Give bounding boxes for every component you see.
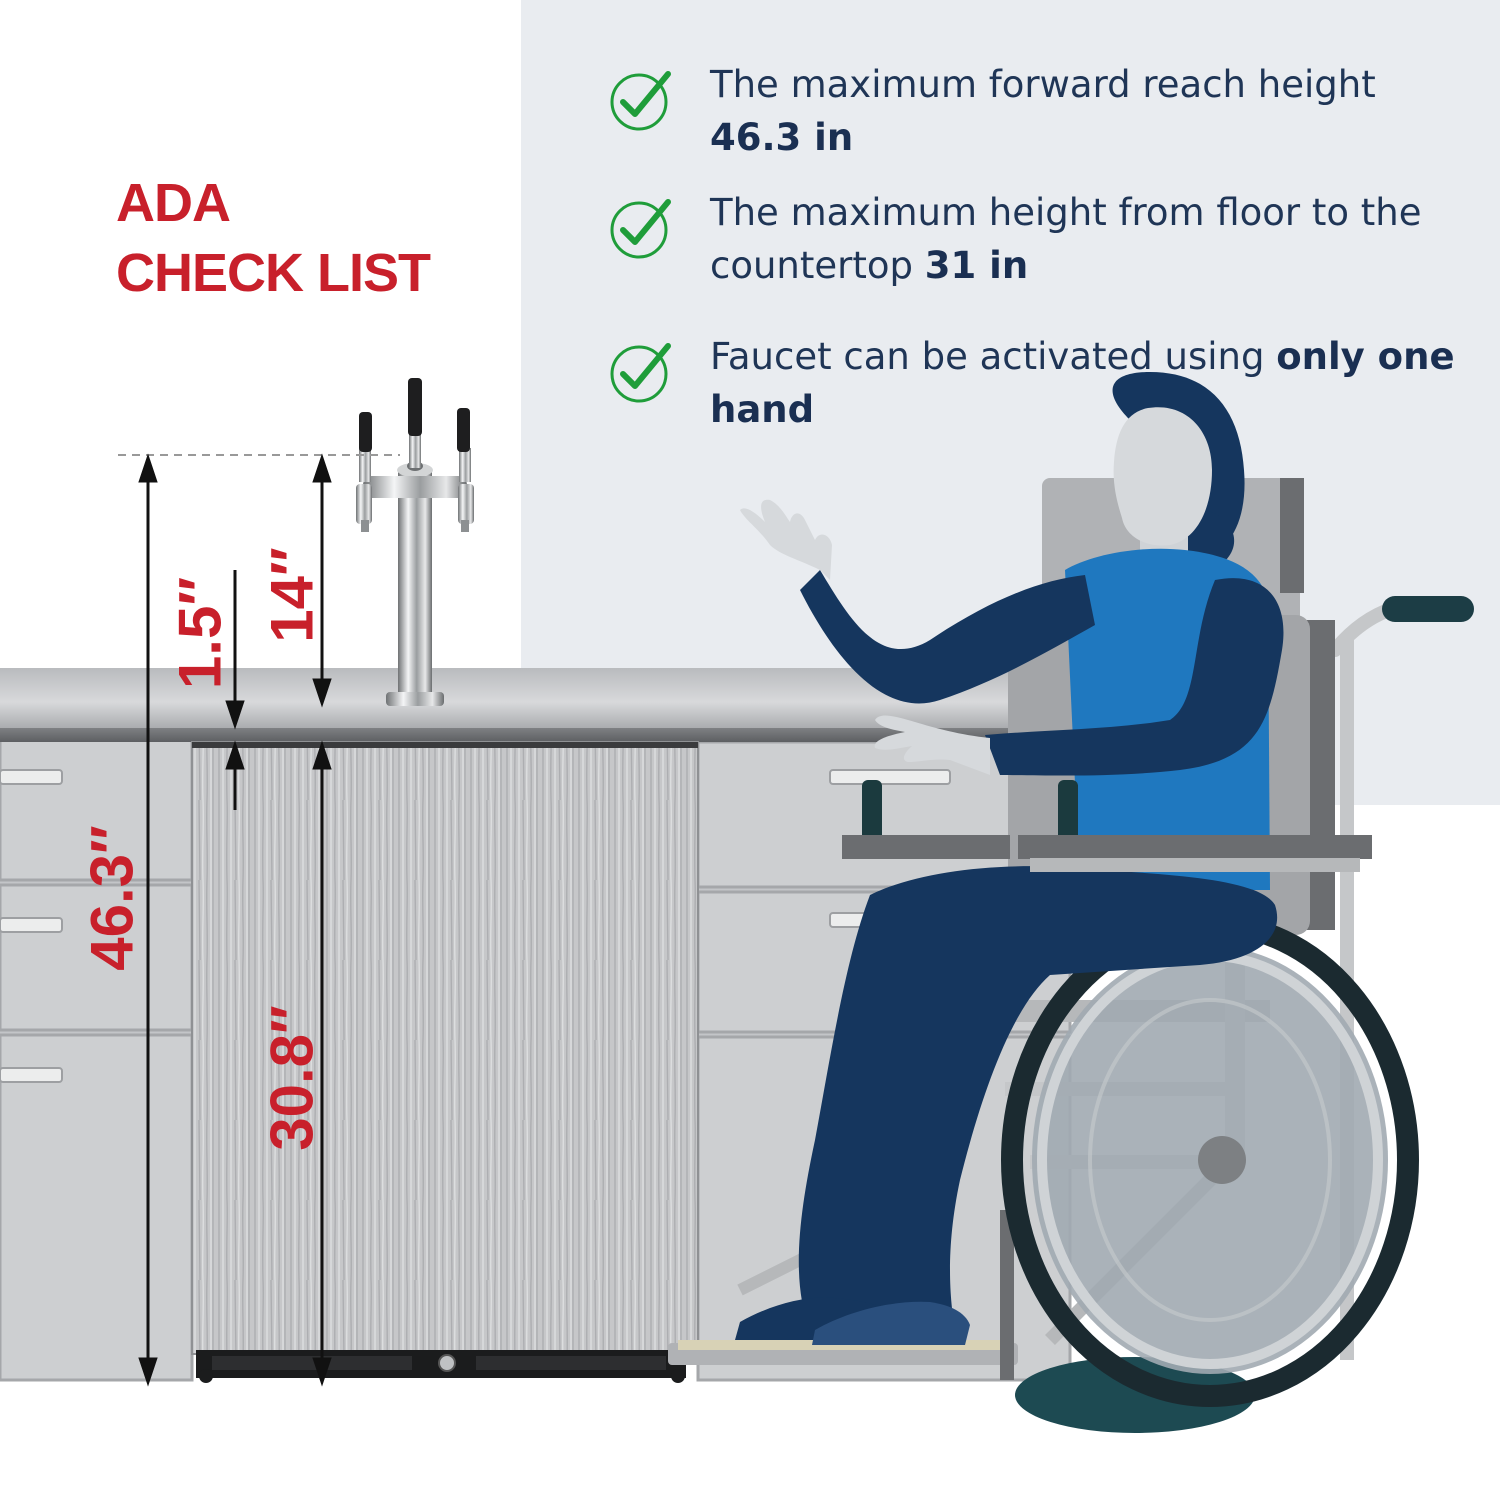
wheelchair-wheel xyxy=(1001,913,1419,1433)
ada-checklist: The maximum forward reach height 46.3 in… xyxy=(600,58,1480,458)
check-circle-icon xyxy=(610,199,671,259)
draft-tower xyxy=(356,378,474,706)
left-cabinets xyxy=(0,738,194,1382)
checklist-text: The maximum forward reach height xyxy=(710,63,1376,106)
title-line-2: CHECK LIST xyxy=(116,243,431,303)
kegerator-cabinet xyxy=(191,741,699,1383)
check-circle-icon xyxy=(610,343,671,403)
wheelchair-armrests xyxy=(842,780,1372,872)
person-in-wheelchair xyxy=(735,372,1284,1345)
dimension-cabinet-height: 30.8″ xyxy=(258,1005,326,1151)
checklist-value: 31 in xyxy=(924,244,1029,287)
checklist-text: The maximum height from floor to the cou… xyxy=(710,191,1422,287)
checklist-item-countertop-height: The maximum height from floor to the cou… xyxy=(600,186,1480,314)
dimension-lines xyxy=(118,453,400,1387)
dimension-total-height: 46.3″ xyxy=(78,825,146,971)
page-title: ADA CHECK LIST xyxy=(116,168,431,308)
checklist-value: 46.3 in xyxy=(710,116,854,159)
check-circle-icon xyxy=(610,71,671,131)
dimension-faucet-height: 14″ xyxy=(258,547,326,643)
checklist-text: Faucet can be activated using xyxy=(710,335,1277,378)
checklist-item-one-hand: Faucet can be activated using only one h… xyxy=(600,330,1480,458)
checklist-item-forward-reach: The maximum forward reach height 46.3 in xyxy=(600,58,1480,186)
dimension-countertop-thickness: 1.5″ xyxy=(166,576,234,690)
checklist-value: only one hand xyxy=(710,335,1455,431)
title-line-1: ADA xyxy=(116,173,231,233)
